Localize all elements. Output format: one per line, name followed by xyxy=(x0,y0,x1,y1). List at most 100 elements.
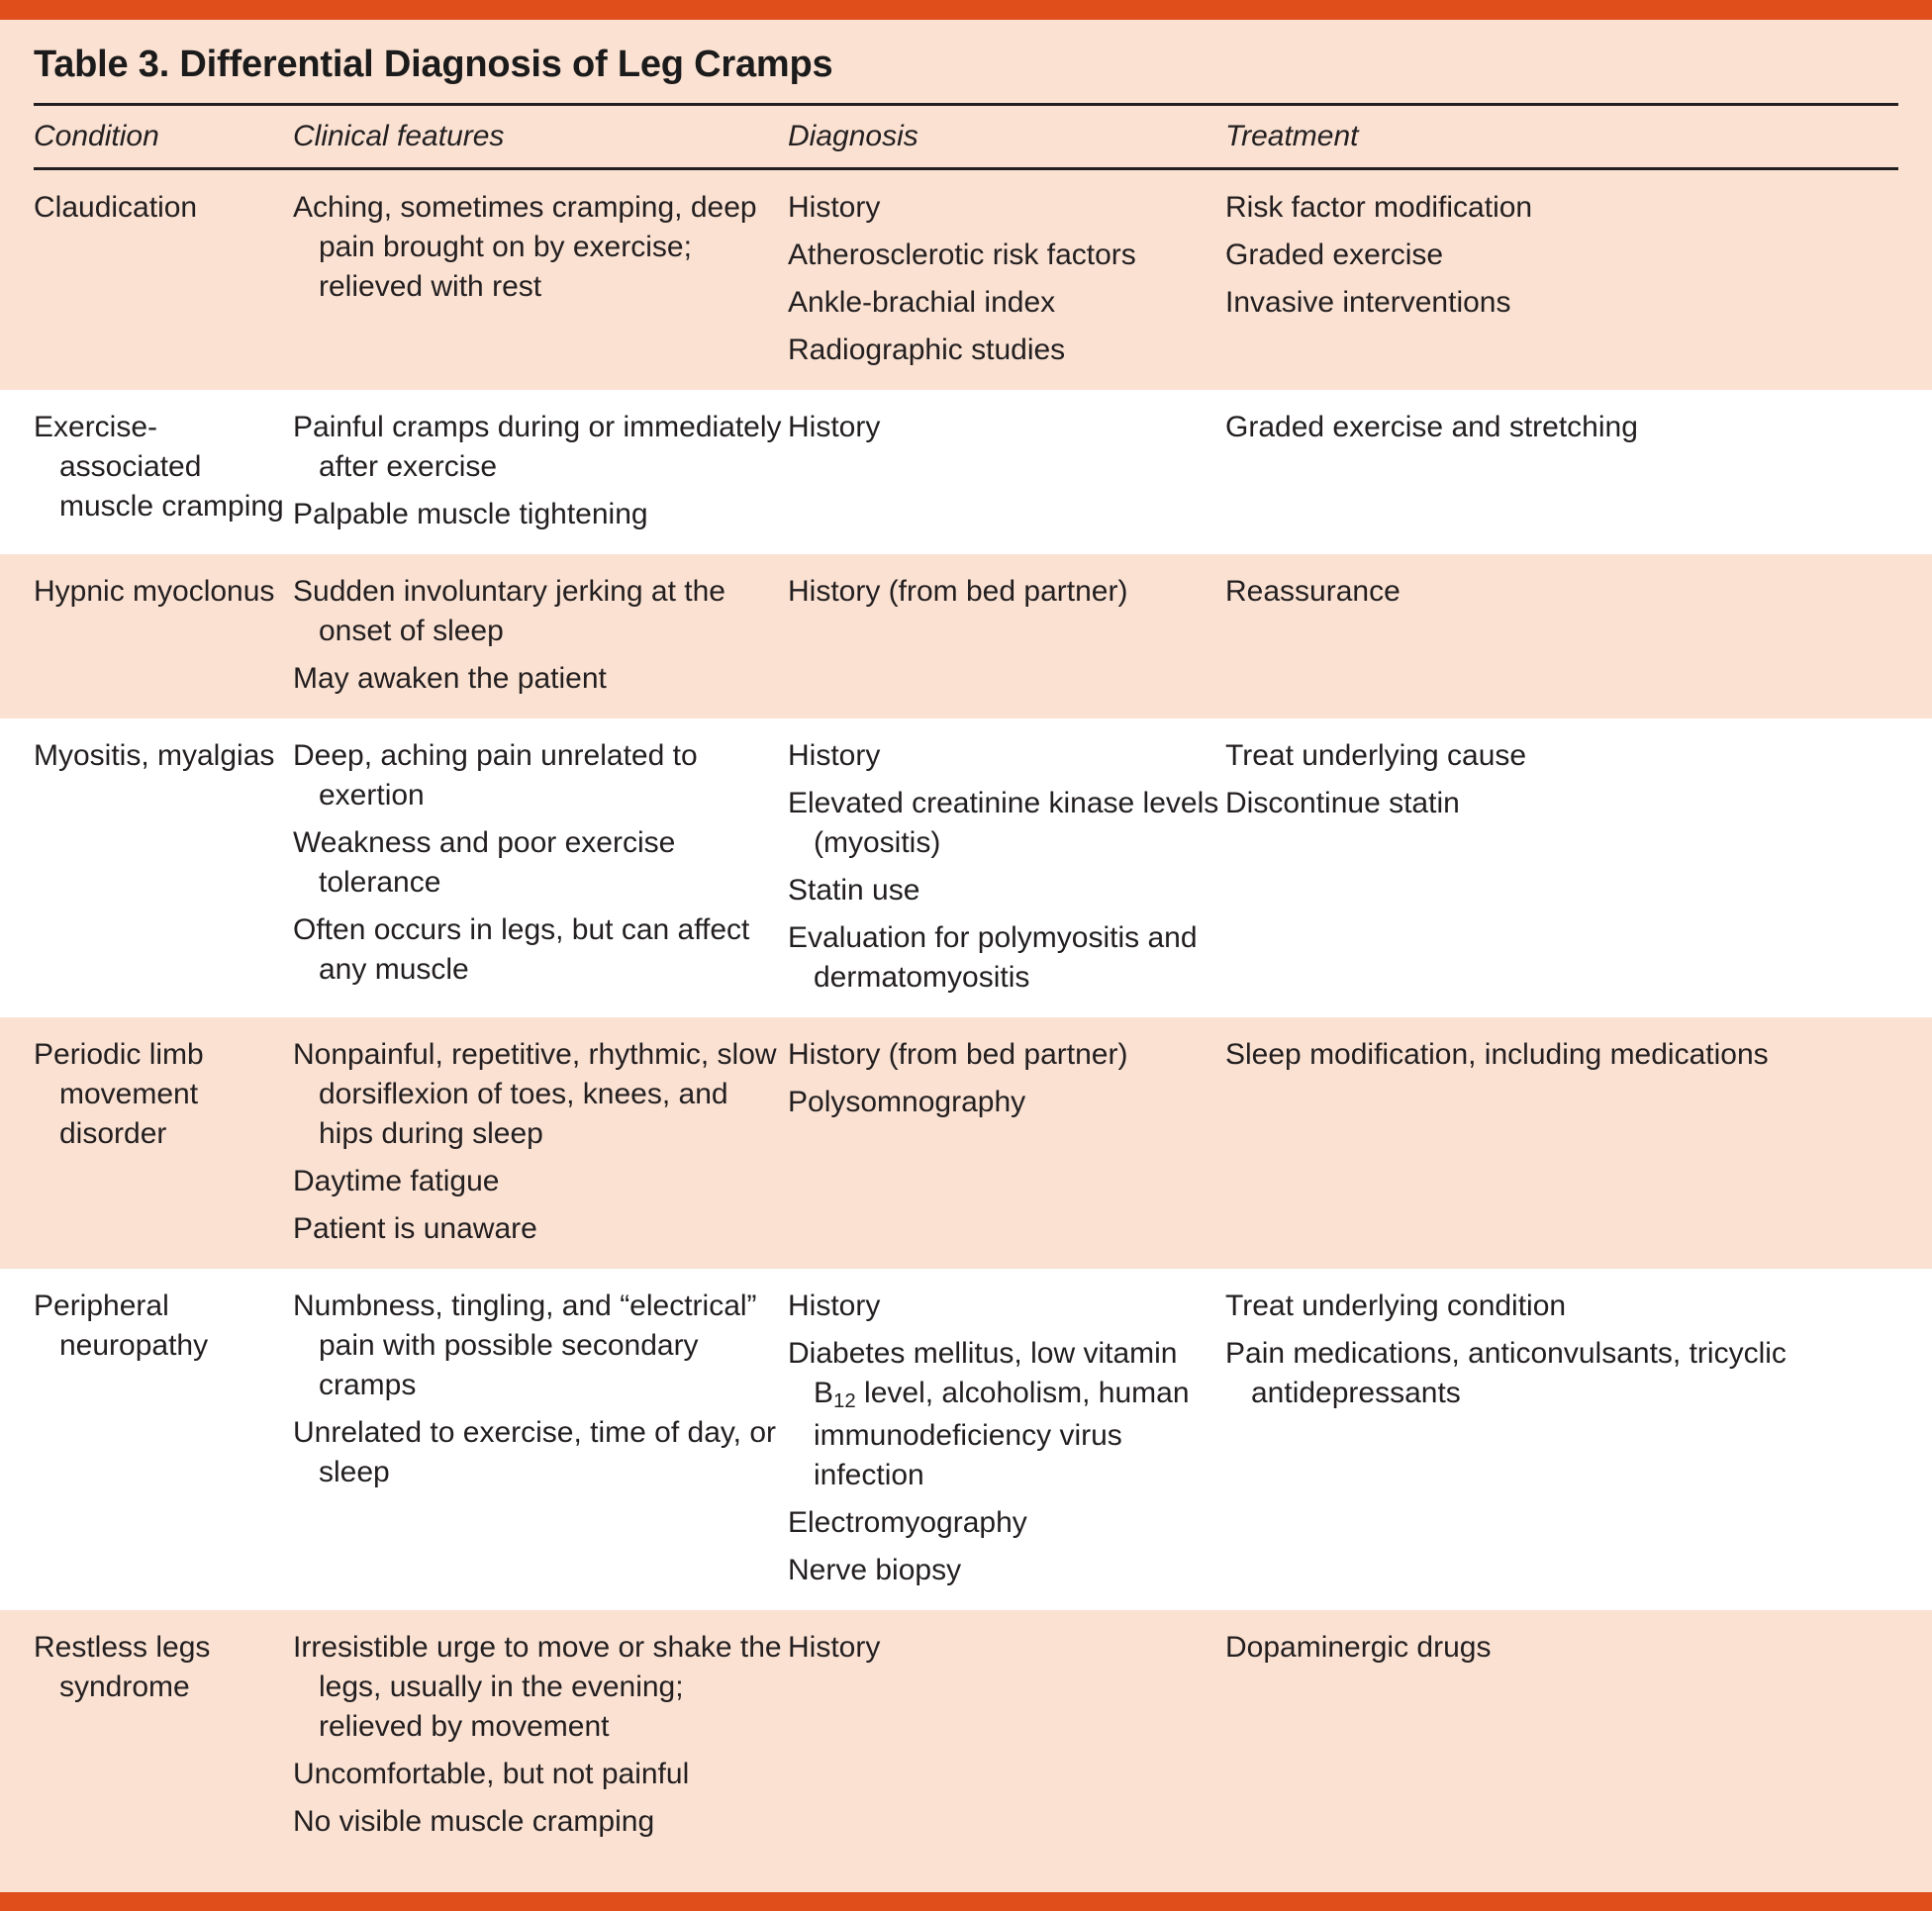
table-cell-clinical_features: Irresistible urge to move or shake the l… xyxy=(293,1628,786,1842)
cell-paragraph: Exercise-associated muscle cramping xyxy=(34,410,284,523)
cell-paragraph: Sleep modification, including medication… xyxy=(1225,1037,1769,1071)
cell-paragraph: Graded exercise and stretching xyxy=(1225,410,1638,443)
table-cell-condition: Myositis, myalgias xyxy=(34,736,293,776)
table-row: Myositis, myalgias Deep, aching pain unre… xyxy=(0,717,1932,1017)
cell-paragraph: Hypnic myoclonus xyxy=(34,574,275,608)
cell-paragraph: Often occurs in legs, but can affect any… xyxy=(293,912,750,986)
cell-paragraph: Electromyography xyxy=(788,1505,1027,1539)
cell-paragraph: Treat underlying cause xyxy=(1225,738,1527,772)
table-cell-condition: Restless legs syndrome xyxy=(34,1628,293,1707)
column-header-treatment: Treatment xyxy=(1225,119,1359,152)
cell-paragraph: Nonpainful, repetitive, rhythmic, slow d… xyxy=(293,1037,777,1150)
cell-paragraph: Deep, aching pain unrelated to exertion xyxy=(293,738,698,812)
cell-paragraph: Painful cramps during or immediately aft… xyxy=(293,410,782,483)
cell-paragraph: Sudden involuntary jerking at the onset … xyxy=(293,574,725,647)
cell-paragraph: Periodic limb movement disorder xyxy=(34,1037,204,1150)
cell-paragraph: Aching, sometimes cramping, deep pain br… xyxy=(293,190,757,303)
table-cell-diagnosis: History xyxy=(788,408,1223,447)
table-row-inner: Periodic limb movement disorder Nonpainfu… xyxy=(34,1035,1898,1249)
cell-paragraph: Pain medications, anticonvulsants, tricy… xyxy=(1225,1336,1787,1409)
cell-paragraph: History xyxy=(788,190,881,224)
table-cell-condition: Exercise-associated muscle cramping xyxy=(34,408,293,526)
table-row-inner: Myositis, myalgias Deep, aching pain unre… xyxy=(34,736,1898,998)
table-cell-condition: Claudication xyxy=(34,188,293,228)
cell-paragraph: Invasive interventions xyxy=(1225,285,1511,319)
title-zone: Table 3. Differential Diagnosis of Leg C… xyxy=(0,20,1932,106)
table-cell-condition: Hypnic myoclonus xyxy=(34,572,293,612)
table-row: Hypnic myoclonus Sudden involuntary jerki… xyxy=(0,553,1932,718)
column-header-condition: Condition xyxy=(34,119,159,152)
cell-paragraph: Uncomfortable, but not painful xyxy=(293,1757,690,1790)
cell-paragraph: History xyxy=(788,1630,881,1664)
table-cell-clinical_features: Aching, sometimes cramping, deep pain br… xyxy=(293,188,786,307)
table-row: Periodic limb movement disorder Nonpainfu… xyxy=(0,1016,1932,1269)
table-header-row: Condition Clinical features Diagnosis Tr… xyxy=(0,105,1932,167)
cell-paragraph: Radiographic studies xyxy=(788,333,1066,366)
header-divider xyxy=(34,166,1898,170)
cell-paragraph: Elevated creatinine kinase levels (myosi… xyxy=(788,786,1219,859)
table-cell-clinical_features: Numbness, tingling, and “electrical” pai… xyxy=(293,1287,786,1492)
cell-paragraph: Weakness and poor exercise tolerance xyxy=(293,825,676,899)
cell-paragraph: History xyxy=(788,410,881,443)
cell-paragraph: Treat underlying condition xyxy=(1225,1289,1567,1322)
table-cell-condition: Peripheral neuropathy xyxy=(34,1287,293,1366)
cell-paragraph: May awaken the patient xyxy=(293,661,607,695)
table-cell-diagnosis: History xyxy=(788,1628,1223,1668)
table-row-inner: Peripheral neuropathy Numbness, tingling,… xyxy=(34,1287,1898,1590)
cell-paragraph: Atherosclerotic risk factors xyxy=(788,238,1136,271)
top-accent-bar xyxy=(0,0,1932,20)
cell-paragraph: Palpable muscle tightening xyxy=(293,497,648,530)
table-cell-clinical_features: Sudden involuntary jerking at the onset … xyxy=(293,572,786,699)
cell-paragraph: Risk factor modification xyxy=(1225,190,1533,224)
page-title: Table 3. Differential Diagnosis of Leg C… xyxy=(34,44,833,85)
table-cell-diagnosis: History (from bed partner) xyxy=(788,572,1223,612)
table-row-inner: Restless legs syndrome Irresistible urge … xyxy=(34,1628,1898,1842)
cell-paragraph: History (from bed partner) xyxy=(788,1037,1128,1071)
cell-paragraph: Nerve biopsy xyxy=(788,1553,962,1586)
cell-paragraph: Peripheral neuropathy xyxy=(34,1289,209,1362)
cell-paragraph: Patient is unaware xyxy=(293,1211,537,1245)
table-rows-container: Claudication Aching, sometimes cramping, … xyxy=(0,169,1932,1862)
bottom-accent-bar xyxy=(0,1892,1932,1911)
table-cell-treatment: Graded exercise and stretching xyxy=(1225,408,1898,447)
cell-paragraph: Discontinue statin xyxy=(1225,786,1460,819)
table-cell-treatment: Sleep modification, including medication… xyxy=(1225,1035,1898,1075)
cell-paragraph: Dopaminergic drugs xyxy=(1225,1630,1492,1664)
cell-paragraph: Evaluation for polymyositis and dermatom… xyxy=(788,920,1198,994)
cell-paragraph: Polysomnography xyxy=(788,1085,1026,1118)
table-cell-clinical_features: Painful cramps during or immediately aft… xyxy=(293,408,786,534)
table-cell-diagnosis: History (from bed partner) Polysomnograph… xyxy=(788,1035,1223,1122)
cell-paragraph: Unrelated to exercise, time of day, or s… xyxy=(293,1415,776,1488)
table-cell-treatment: Dopaminergic drugs xyxy=(1225,1628,1898,1668)
cell-paragraph: Claudication xyxy=(34,190,198,224)
cell-paragraph: Restless legs syndrome xyxy=(34,1630,211,1703)
table-row-inner: Claudication Aching, sometimes cramping, … xyxy=(34,188,1898,370)
table-row: Peripheral neuropathy Numbness, tingling,… xyxy=(0,1268,1932,1610)
table-row-inner: Hypnic myoclonus Sudden involuntary jerki… xyxy=(34,572,1898,699)
cell-paragraph: History xyxy=(788,738,881,772)
cell-paragraph: Irresistible urge to move or shake the l… xyxy=(293,1630,782,1743)
cell-paragraph: History (from bed partner) xyxy=(788,574,1128,608)
cell-paragraph: Statin use xyxy=(788,873,920,907)
cell-paragraph: Diabetes mellitus, low vitamin B12 level… xyxy=(788,1336,1190,1491)
cell-paragraph: Myositis, myalgias xyxy=(34,738,275,772)
table-row: Restless legs syndrome Irresistible urge … xyxy=(0,1609,1932,1862)
table-cell-condition: Periodic limb movement disorder xyxy=(34,1035,293,1154)
cell-paragraph: Reassurance xyxy=(1225,574,1401,608)
cell-paragraph: History xyxy=(788,1289,881,1322)
column-header-diagnosis: Diagnosis xyxy=(788,119,918,152)
table-body: Table 3. Differential Diagnosis of Leg C… xyxy=(0,20,1932,1892)
subscript-12: 12 xyxy=(833,1390,856,1413)
table-cell-treatment: Reassurance xyxy=(1225,572,1898,612)
table-cell-clinical_features: Nonpainful, repetitive, rhythmic, slow d… xyxy=(293,1035,786,1249)
table-row: Claudication Aching, sometimes cramping, … xyxy=(0,169,1932,390)
